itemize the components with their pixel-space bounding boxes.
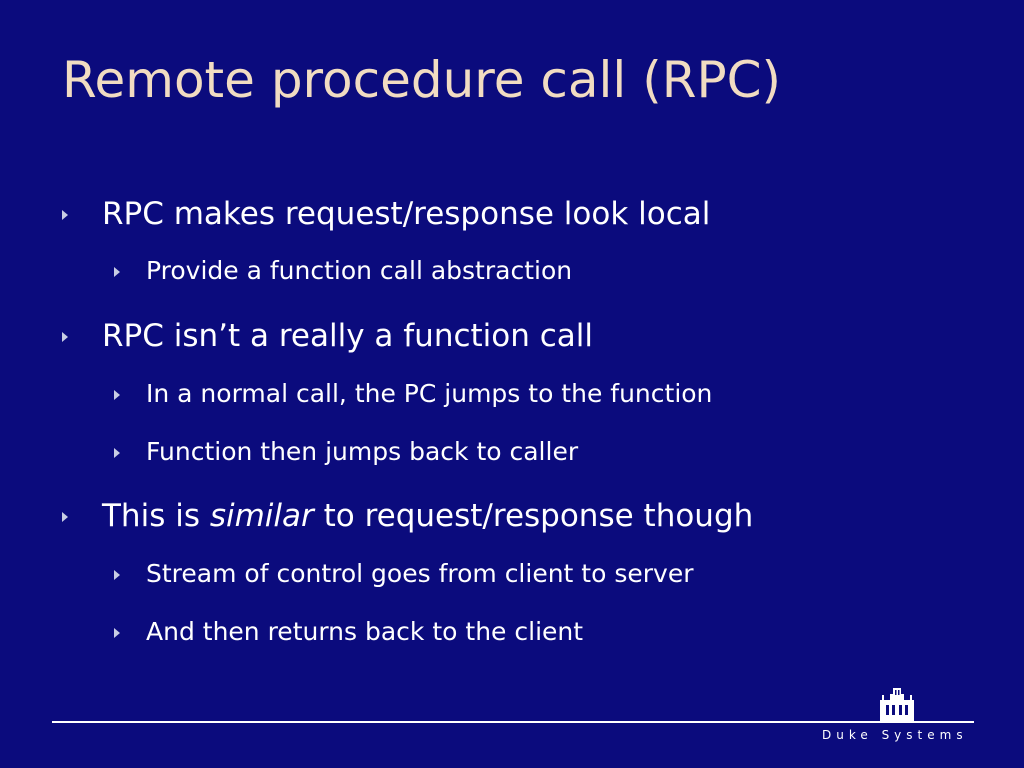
- bullet-text: RPC isn’t a really a function call: [102, 318, 594, 354]
- bullet-item: This is similar to request/response thou…: [62, 498, 754, 534]
- bullet-item: RPC makes request/response look local: [62, 196, 711, 232]
- bullet-arrow-icon: [114, 267, 120, 277]
- bullet-text-after: to request/response though: [313, 498, 754, 534]
- bullet-arrow-icon: [114, 570, 120, 580]
- sub-bullet-item: Stream of control goes from client to se…: [114, 559, 694, 588]
- duke-chapel-icon: [880, 688, 914, 722]
- sub-bullet-text: In a normal call, the PC jumps to the fu…: [146, 379, 713, 408]
- bullet-arrow-icon: [62, 210, 68, 220]
- bullet-arrow-icon: [114, 628, 120, 638]
- bullet-text: RPC makes request/response look local: [102, 196, 711, 232]
- bullet-arrow-icon: [114, 390, 120, 400]
- sub-bullet-text: Function then jumps back to caller: [146, 437, 579, 466]
- sub-bullet-item: And then returns back to the client: [114, 617, 584, 646]
- footer-org-label: Duke Systems: [822, 728, 968, 742]
- bullet-arrow-icon: [114, 448, 120, 458]
- sub-bullet-item: Function then jumps back to caller: [114, 437, 579, 466]
- sub-bullet-text: Stream of control goes from client to se…: [146, 559, 694, 588]
- footer-divider: [52, 721, 974, 723]
- bullet-text-emphasis: similar: [209, 498, 314, 534]
- bullet-text-before: This is: [102, 498, 210, 534]
- slide-title: Remote procedure call (RPC): [62, 51, 782, 109]
- sub-bullet-text: And then returns back to the client: [146, 617, 584, 646]
- sub-bullet-item: In a normal call, the PC jumps to the fu…: [114, 379, 713, 408]
- bullet-item: RPC isn’t a really a function call: [62, 318, 594, 354]
- bullet-arrow-icon: [62, 332, 68, 342]
- bullet-arrow-icon: [62, 512, 68, 522]
- sub-bullet-text: Provide a function call abstraction: [146, 256, 573, 285]
- sub-bullet-item: Provide a function call abstraction: [114, 256, 573, 285]
